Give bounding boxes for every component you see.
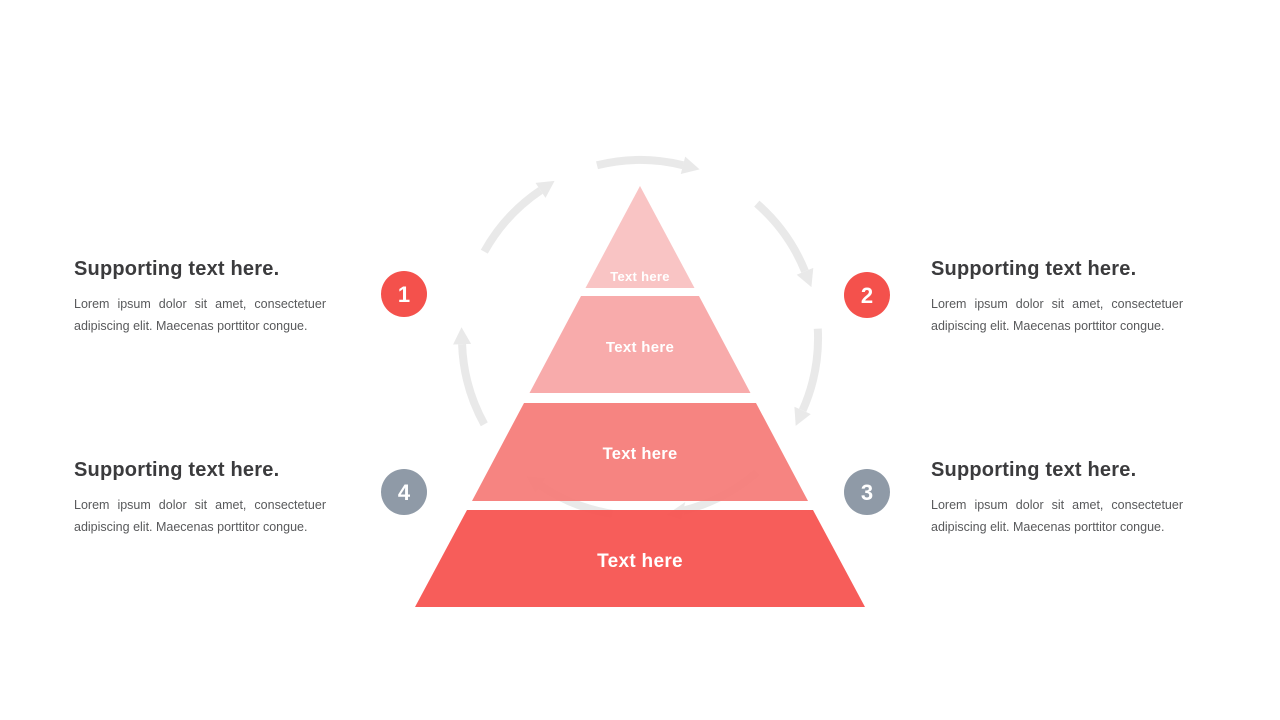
cycle-arrowhead-icon [796, 267, 814, 288]
cycle-arrowhead-icon [535, 180, 555, 198]
text-block-top-left: Supporting text here. Lorem ipsum dolor … [74, 257, 326, 337]
text-block-body: Lorem ipsum dolor sit amet, consectetuer… [74, 498, 326, 534]
cycle-arrow-arc-upper-right [754, 200, 809, 273]
text-block-title: Supporting text here. [74, 459, 280, 481]
pyramid-tier-1 [585, 186, 695, 288]
cycle-arrow-arc-right [798, 328, 823, 413]
pyramid-tier-4-label: Text here [597, 551, 683, 572]
cycle-arrowhead-icon [453, 327, 472, 345]
text-block-top-right: Supporting text here. Lorem ipsum dolor … [931, 257, 1183, 337]
cycle-arrow-arc-upper-left [480, 187, 543, 254]
marker-circle-1 [381, 271, 427, 317]
marker-circle-2 [844, 272, 890, 318]
marker-circle-4 [381, 469, 427, 515]
pyramid-tier-4 [415, 510, 865, 607]
pyramid-tier-1-label: Text here [610, 269, 670, 284]
marker-number-4: 4 [398, 480, 411, 505]
text-block-body: Lorem ipsum dolor sit amet, consectetuer… [931, 498, 1183, 534]
cycle-arrow-arc-top [596, 156, 685, 170]
text-block-bottom-left: Supporting text here. Lorem ipsum dolor … [74, 458, 326, 538]
marker-circle-3 [844, 469, 890, 515]
cycle-arrow-arc-left [458, 344, 488, 427]
marker-number-1: 1 [398, 282, 410, 307]
cycle-arrowhead-icon [680, 156, 700, 174]
text-block-bottom-right: Supporting text here. Lorem ipsum dolor … [931, 458, 1183, 538]
marker-number-2: 2 [861, 283, 873, 308]
text-block-body: Lorem ipsum dolor sit amet, consectetuer… [74, 297, 326, 333]
text-block-title: Supporting text here. [931, 459, 1137, 481]
text-block-title: Supporting text here. [931, 258, 1137, 280]
marker-number-3: 3 [861, 480, 873, 505]
pyramid-tier-2 [529, 296, 751, 393]
pyramid-tier-2-label: Text here [606, 339, 674, 356]
text-block-body: Lorem ipsum dolor sit amet, consectetuer… [931, 297, 1183, 333]
text-block-title: Supporting text here. [74, 258, 280, 280]
cycle-arrowhead-icon [794, 406, 811, 426]
pyramid-tier-3-label: Text here [603, 445, 678, 463]
pyramid-tier-3 [472, 403, 808, 501]
